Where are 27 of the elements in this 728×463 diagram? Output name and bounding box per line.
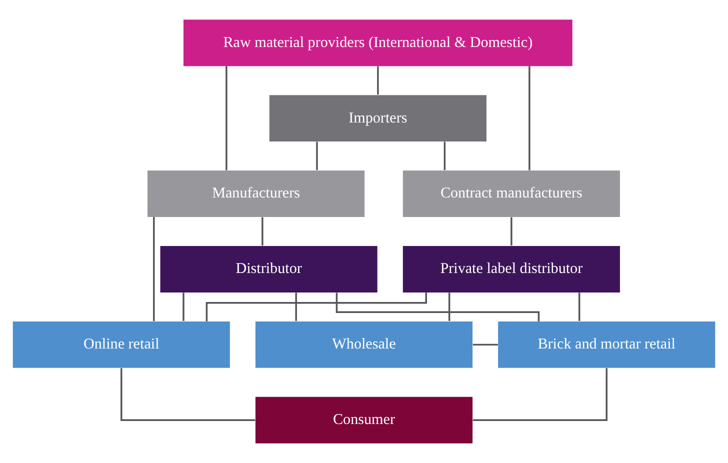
connector bbox=[262, 217, 264, 246]
connector bbox=[295, 292, 297, 321]
connector bbox=[510, 217, 512, 246]
node-box: Private label distributor bbox=[402, 246, 620, 292]
connector bbox=[578, 292, 580, 321]
node-box: Manufacturers bbox=[148, 170, 365, 217]
node-box: Raw material providers (International & Domestic) bbox=[183, 20, 572, 66]
node-box: Distributor bbox=[160, 246, 378, 292]
connector bbox=[316, 142, 318, 170]
connector bbox=[226, 66, 228, 170]
connector bbox=[206, 292, 427, 322]
node-box: Online retail bbox=[12, 321, 230, 368]
connector bbox=[120, 368, 256, 421]
node-box: Wholesale bbox=[255, 321, 473, 368]
connector bbox=[472, 368, 608, 421]
node-box: Brick and mortar retail bbox=[498, 321, 716, 368]
node-box: Importers bbox=[269, 95, 486, 142]
connector bbox=[472, 344, 498, 346]
connector bbox=[444, 142, 446, 170]
node-box: Consumer bbox=[255, 396, 473, 444]
node-box: Contract manufacturers bbox=[402, 170, 620, 217]
connector bbox=[377, 66, 379, 95]
connector bbox=[336, 292, 540, 322]
connector bbox=[153, 217, 155, 322]
connector bbox=[448, 292, 450, 321]
connector bbox=[182, 292, 184, 321]
connector bbox=[528, 66, 530, 170]
